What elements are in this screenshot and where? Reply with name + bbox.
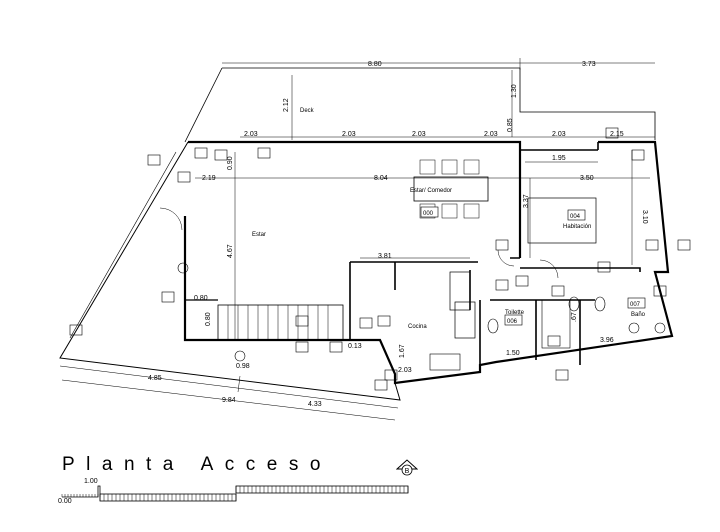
room-label-toilette: Toilette xyxy=(505,310,525,316)
dim-stair-b: 0.80 xyxy=(205,312,212,326)
dim-085: 0.85 xyxy=(507,118,514,132)
dim-bano-w: 3.96 xyxy=(600,337,614,344)
dim-row-left: 2.19 xyxy=(202,175,216,182)
dim-marker: 0.98 xyxy=(236,363,250,370)
dim-bottom-left: 4.85 xyxy=(148,375,162,382)
dim-toilette-w: 1.50 xyxy=(506,350,520,357)
dim-seg-f: 2.15 xyxy=(610,131,624,138)
dim-seg-c: 2.03 xyxy=(412,131,426,138)
room-code-estar-comedor: 000 xyxy=(423,211,434,217)
kitchen-counter xyxy=(449,271,471,311)
elevation-markers xyxy=(69,127,691,391)
dim-right-depth: 3.10 xyxy=(641,210,648,224)
dim-level: 0.13 xyxy=(348,343,362,350)
drawing-title: Planta Acceso xyxy=(62,454,332,475)
dim-top-total: 8.80 xyxy=(368,61,382,68)
room-label-habitacion: Habitación xyxy=(563,224,591,230)
section-mark-icon: B xyxy=(396,459,418,476)
dim-hab-width: 1.95 xyxy=(552,155,566,162)
dim-bottom-right: 4.33 xyxy=(308,401,322,408)
dim-estar-depth: 4.67 xyxy=(227,244,234,258)
dim-seg-d: 2.03 xyxy=(484,131,498,138)
dim-stair-a: 0.80 xyxy=(194,295,208,302)
room-label-deck: Deck xyxy=(300,108,315,114)
dim-seg-a: 2.03 xyxy=(244,131,258,138)
dim-row-mid: 8.04 xyxy=(374,175,388,182)
dim-top-right: 3.73 xyxy=(582,61,596,68)
scale-label-top: 1.00 xyxy=(84,478,98,485)
dim-seg-e: 2.03 xyxy=(552,131,566,138)
scale-label-bottom: 0.00 xyxy=(58,498,72,505)
room-label-estar-comedor: Estar/ Comedor xyxy=(410,188,452,194)
interior-walls xyxy=(349,142,641,365)
stair xyxy=(217,304,344,341)
dim-seg-b: 2.03 xyxy=(342,131,356,138)
door-swing xyxy=(159,207,183,231)
dim-hab-depth: 3.37 xyxy=(523,194,530,208)
dim-cocina-depth: 1.67 xyxy=(399,344,406,358)
room-label-cocina: Cocina xyxy=(408,324,427,330)
west-edge xyxy=(59,141,401,401)
graphic-scale xyxy=(61,485,409,502)
sink xyxy=(628,322,640,334)
dining-table xyxy=(413,176,489,202)
dim-deck-step: 1.30 xyxy=(511,84,518,98)
dim-bano-small: .67 xyxy=(571,312,578,322)
dim-090: 0.90 xyxy=(227,156,234,170)
room-label-estar: Estar xyxy=(252,232,266,238)
bed xyxy=(527,197,597,244)
dim-cocina-counter: 2.03 xyxy=(398,367,412,374)
toilet xyxy=(487,318,499,334)
room-label-bano: Baño xyxy=(631,312,646,318)
room-code-toilette: 006 xyxy=(507,319,518,325)
dim-cocina-width: 3.81 xyxy=(378,253,392,260)
dim-deck-depth: 2.12 xyxy=(283,98,290,112)
dim-row-right: 3.50 xyxy=(580,175,594,182)
dim-bottom-total: 9.84 xyxy=(222,397,236,404)
section-mark-letter: B xyxy=(405,468,410,475)
deck-outline xyxy=(184,67,656,143)
room-code-bano: 007 xyxy=(630,302,641,308)
room-code-habitacion: 004 xyxy=(570,214,581,220)
